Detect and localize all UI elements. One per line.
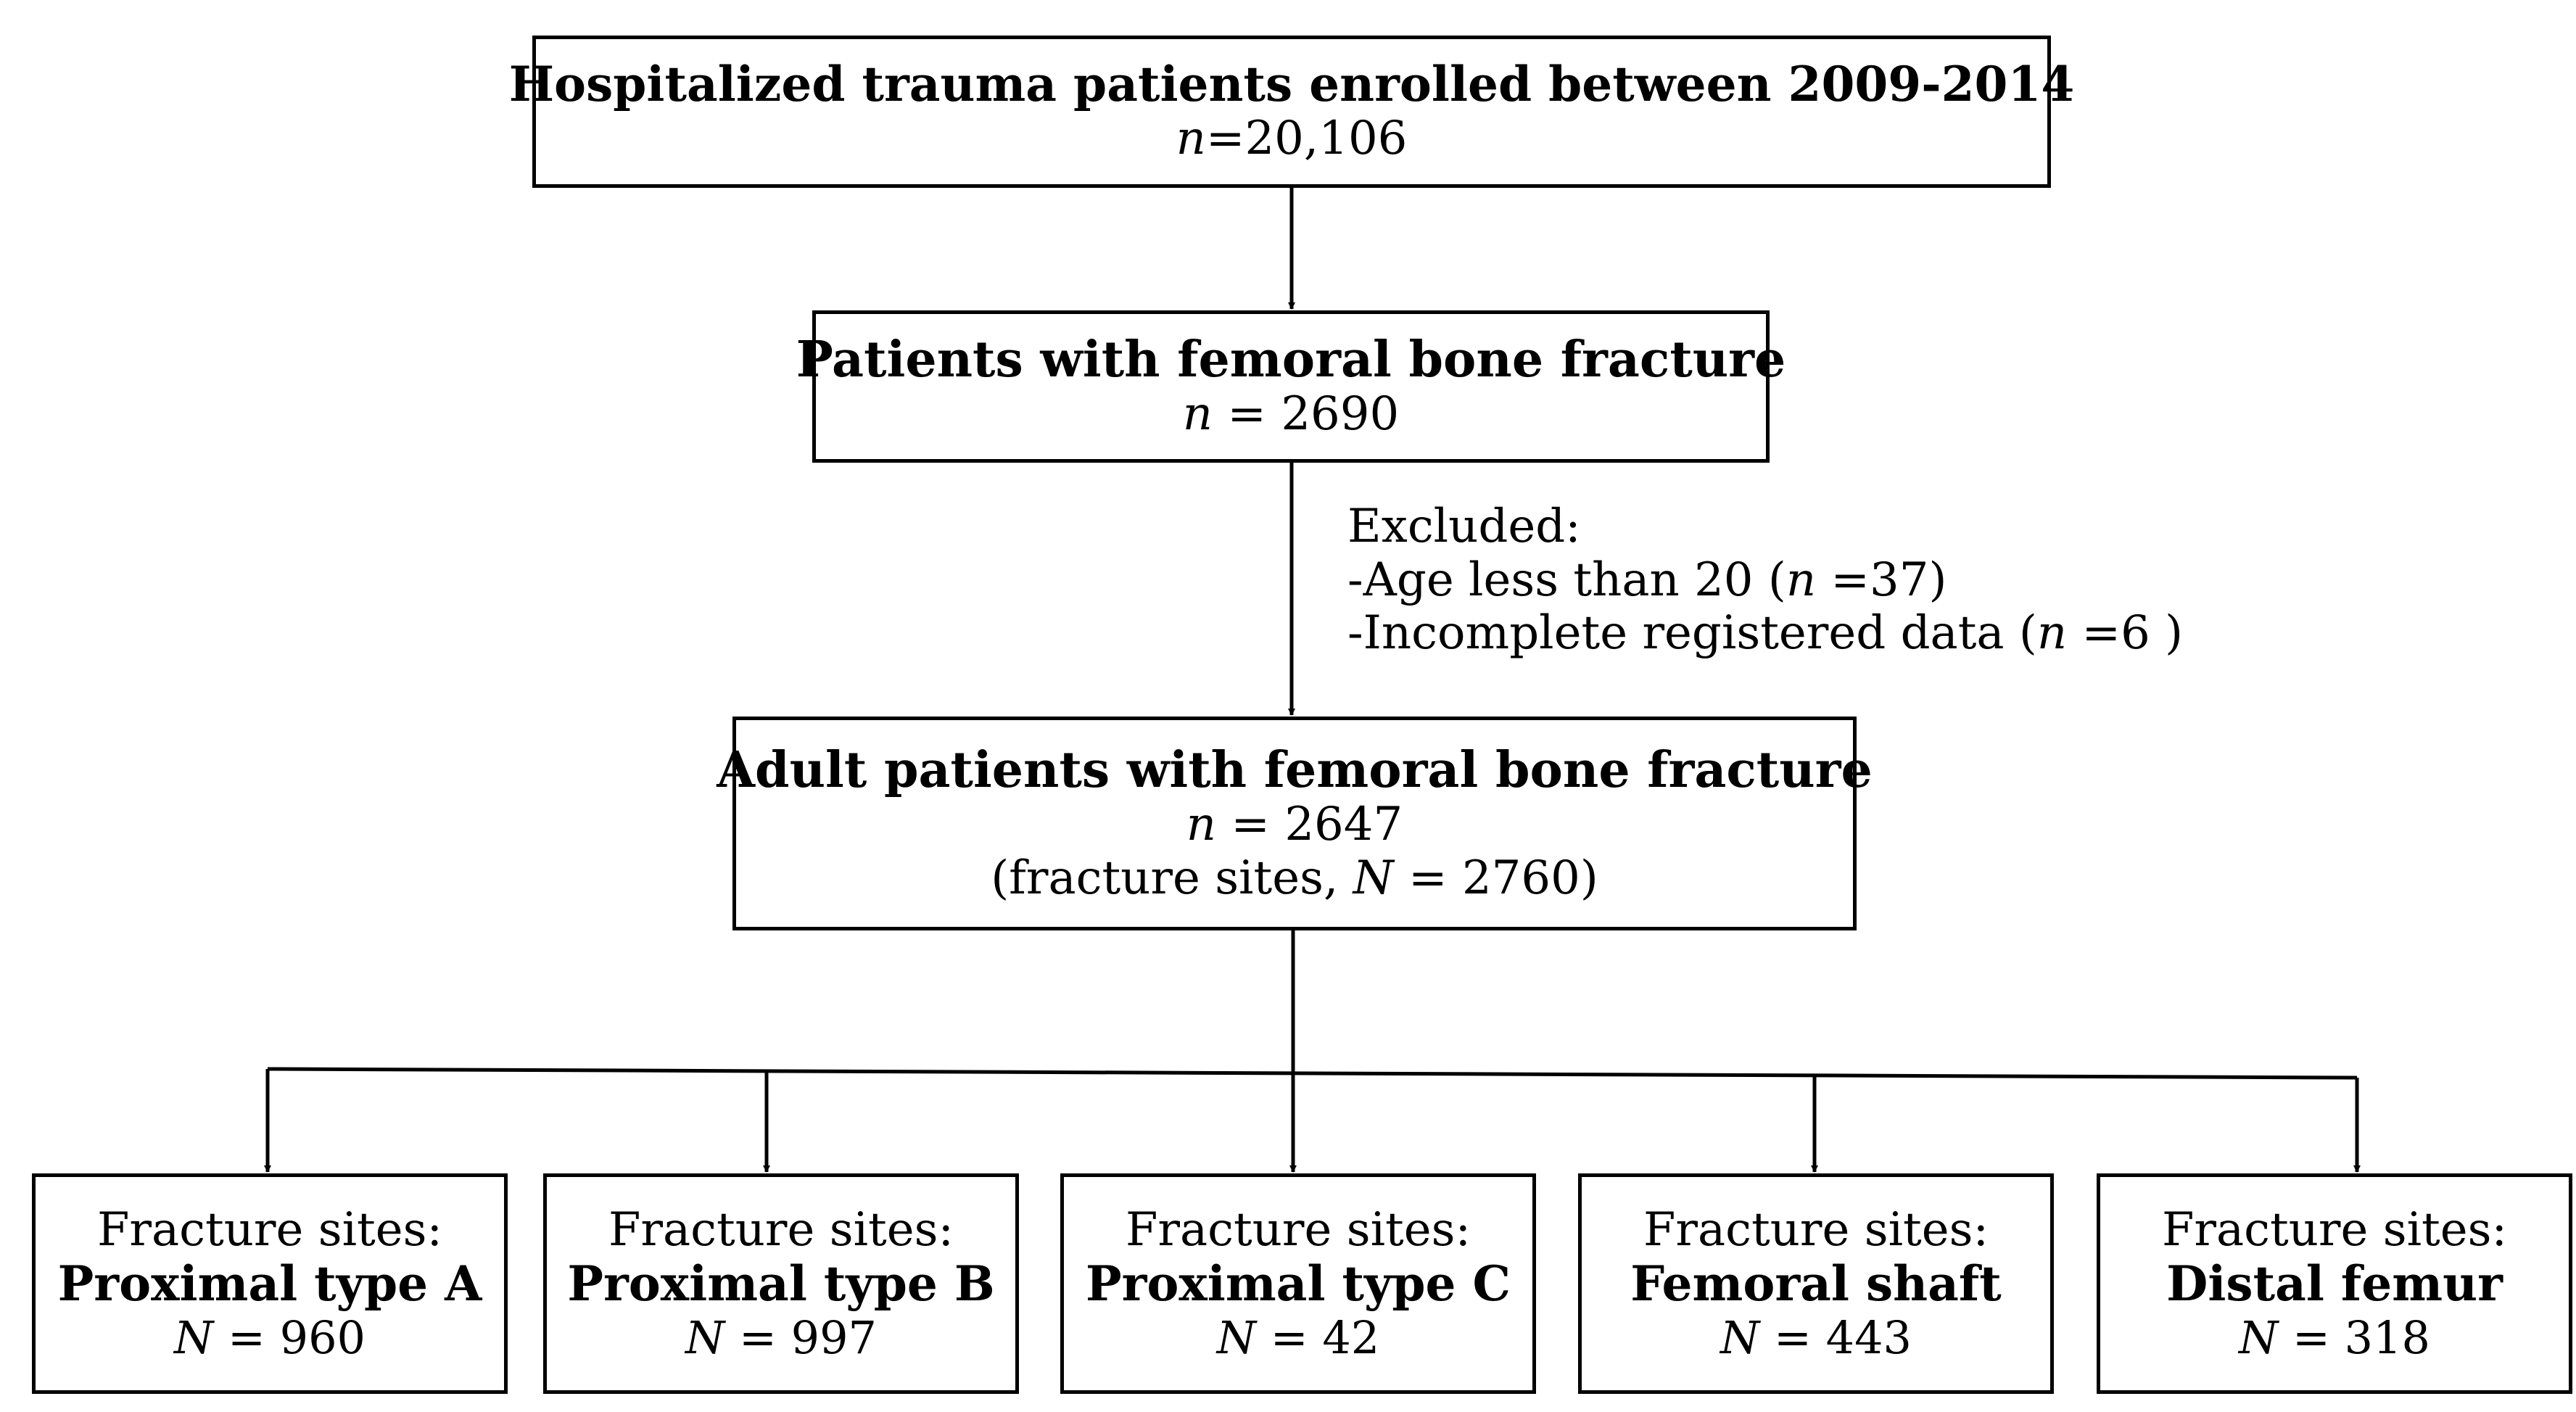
adult-count-value: = 2647: [1216, 798, 1403, 851]
box-enrolled-patients: Hospitalized trauma patients enrolled be…: [509, 36, 2074, 188]
exclusion-age-count: =37): [1816, 553, 1947, 607]
adult-sites-count: = 2760): [1393, 851, 1598, 905]
box-site-proximal-type-c: Fracture sites: Proximal type C N = 42: [1060, 1173, 1536, 1394]
exclusion-item-incomplete: -Incomplete registered data (n =6 ): [1347, 606, 2184, 661]
site-label: Fracture sites:: [96, 1202, 443, 1257]
exclusion-heading: Excluded:: [1347, 500, 1581, 553]
exclusion-item-age: -Age less than 20 (n =37): [1347, 553, 2183, 608]
exclusion-incomplete-var: n: [2036, 606, 2068, 661]
site-name: Proximal type C: [1086, 1255, 1511, 1313]
site-label: Fracture sites:: [1643, 1202, 1989, 1257]
site-count-value: = 960: [213, 1311, 366, 1365]
exclusion-incomplete-text: -Incomplete registered data (: [1347, 606, 2037, 661]
adult-title: Adult patients with femoral bone fractur…: [717, 740, 1873, 799]
enrolled-count-var: n: [1176, 112, 1206, 166]
box-site-femoral-shaft: Fracture sites: Femoral shaft N = 443: [1578, 1173, 2054, 1394]
site-count-value: = 42: [1255, 1311, 1380, 1365]
exclusion-criteria: Excluded: -Age less than 20 (n =37) -Inc…: [1347, 500, 2183, 661]
exclusion-incomplete-count: =6 ): [2067, 606, 2184, 661]
adult-sites-text: (fracture sites,: [991, 851, 1353, 905]
femoral-count-var: n: [1182, 387, 1213, 442]
adult-count-var: n: [1186, 798, 1217, 851]
site-count-value: = 997: [724, 1311, 877, 1365]
box-femoral-fracture: Patients with femoral bone fracture n = …: [796, 310, 1786, 463]
exclusion-age-var: n: [1786, 553, 1817, 607]
site-count-var: N: [685, 1311, 725, 1365]
site-name: Femoral shaft: [1630, 1255, 2002, 1313]
site-label: Fracture sites:: [608, 1202, 954, 1257]
site-count: N = 443: [1720, 1312, 1912, 1363]
box-site-proximal-type-a: Fracture sites: Proximal type A N = 960: [32, 1173, 508, 1394]
femoral-count: n = 2690: [1182, 387, 1400, 442]
femoral-count-value: = 2690: [1213, 387, 1400, 442]
enrolled-count: n=20,106: [1176, 112, 1408, 166]
site-count-var: N: [2239, 1311, 2279, 1365]
site-count-var: N: [1216, 1311, 1256, 1365]
site-count-value: = 443: [1759, 1311, 1912, 1365]
site-name: Proximal type A: [57, 1255, 482, 1313]
distribution-bar: [267, 1067, 2358, 1080]
box-adult-patients: Adult patients with femoral bone fractur…: [717, 717, 1873, 930]
site-label: Fracture sites:: [2161, 1202, 2508, 1257]
adult-sites-var: N: [1353, 851, 1394, 905]
box-site-distal-femur: Fracture sites: Distal femur N = 318: [2097, 1173, 2572, 1394]
site-name: Distal femur: [2166, 1255, 2503, 1313]
enrolled-title: Hospitalized trauma patients enrolled be…: [508, 56, 2075, 113]
site-name: Proximal type B: [567, 1255, 995, 1313]
box-site-proximal-type-b: Fracture sites: Proximal type B N = 997: [543, 1173, 1019, 1394]
site-count-var: N: [174, 1311, 214, 1365]
site-label: Fracture sites:: [1125, 1202, 1471, 1257]
site-count: N = 997: [685, 1312, 877, 1363]
site-count-value: = 318: [2278, 1311, 2430, 1365]
femoral-title: Patients with femoral bone fracture: [796, 331, 1786, 389]
site-count-var: N: [1720, 1311, 1760, 1365]
adult-fracture-sites: (fracture sites, N = 2760): [991, 851, 1598, 906]
site-count: N = 42: [1217, 1312, 1380, 1363]
exclusion-age-text: -Age less than 20 (: [1347, 553, 1786, 607]
enrolled-count-value: =20,106: [1205, 112, 1408, 166]
site-count: N = 960: [174, 1312, 366, 1363]
adult-count: n = 2647: [1186, 798, 1403, 852]
site-count: N = 318: [2239, 1312, 2430, 1363]
